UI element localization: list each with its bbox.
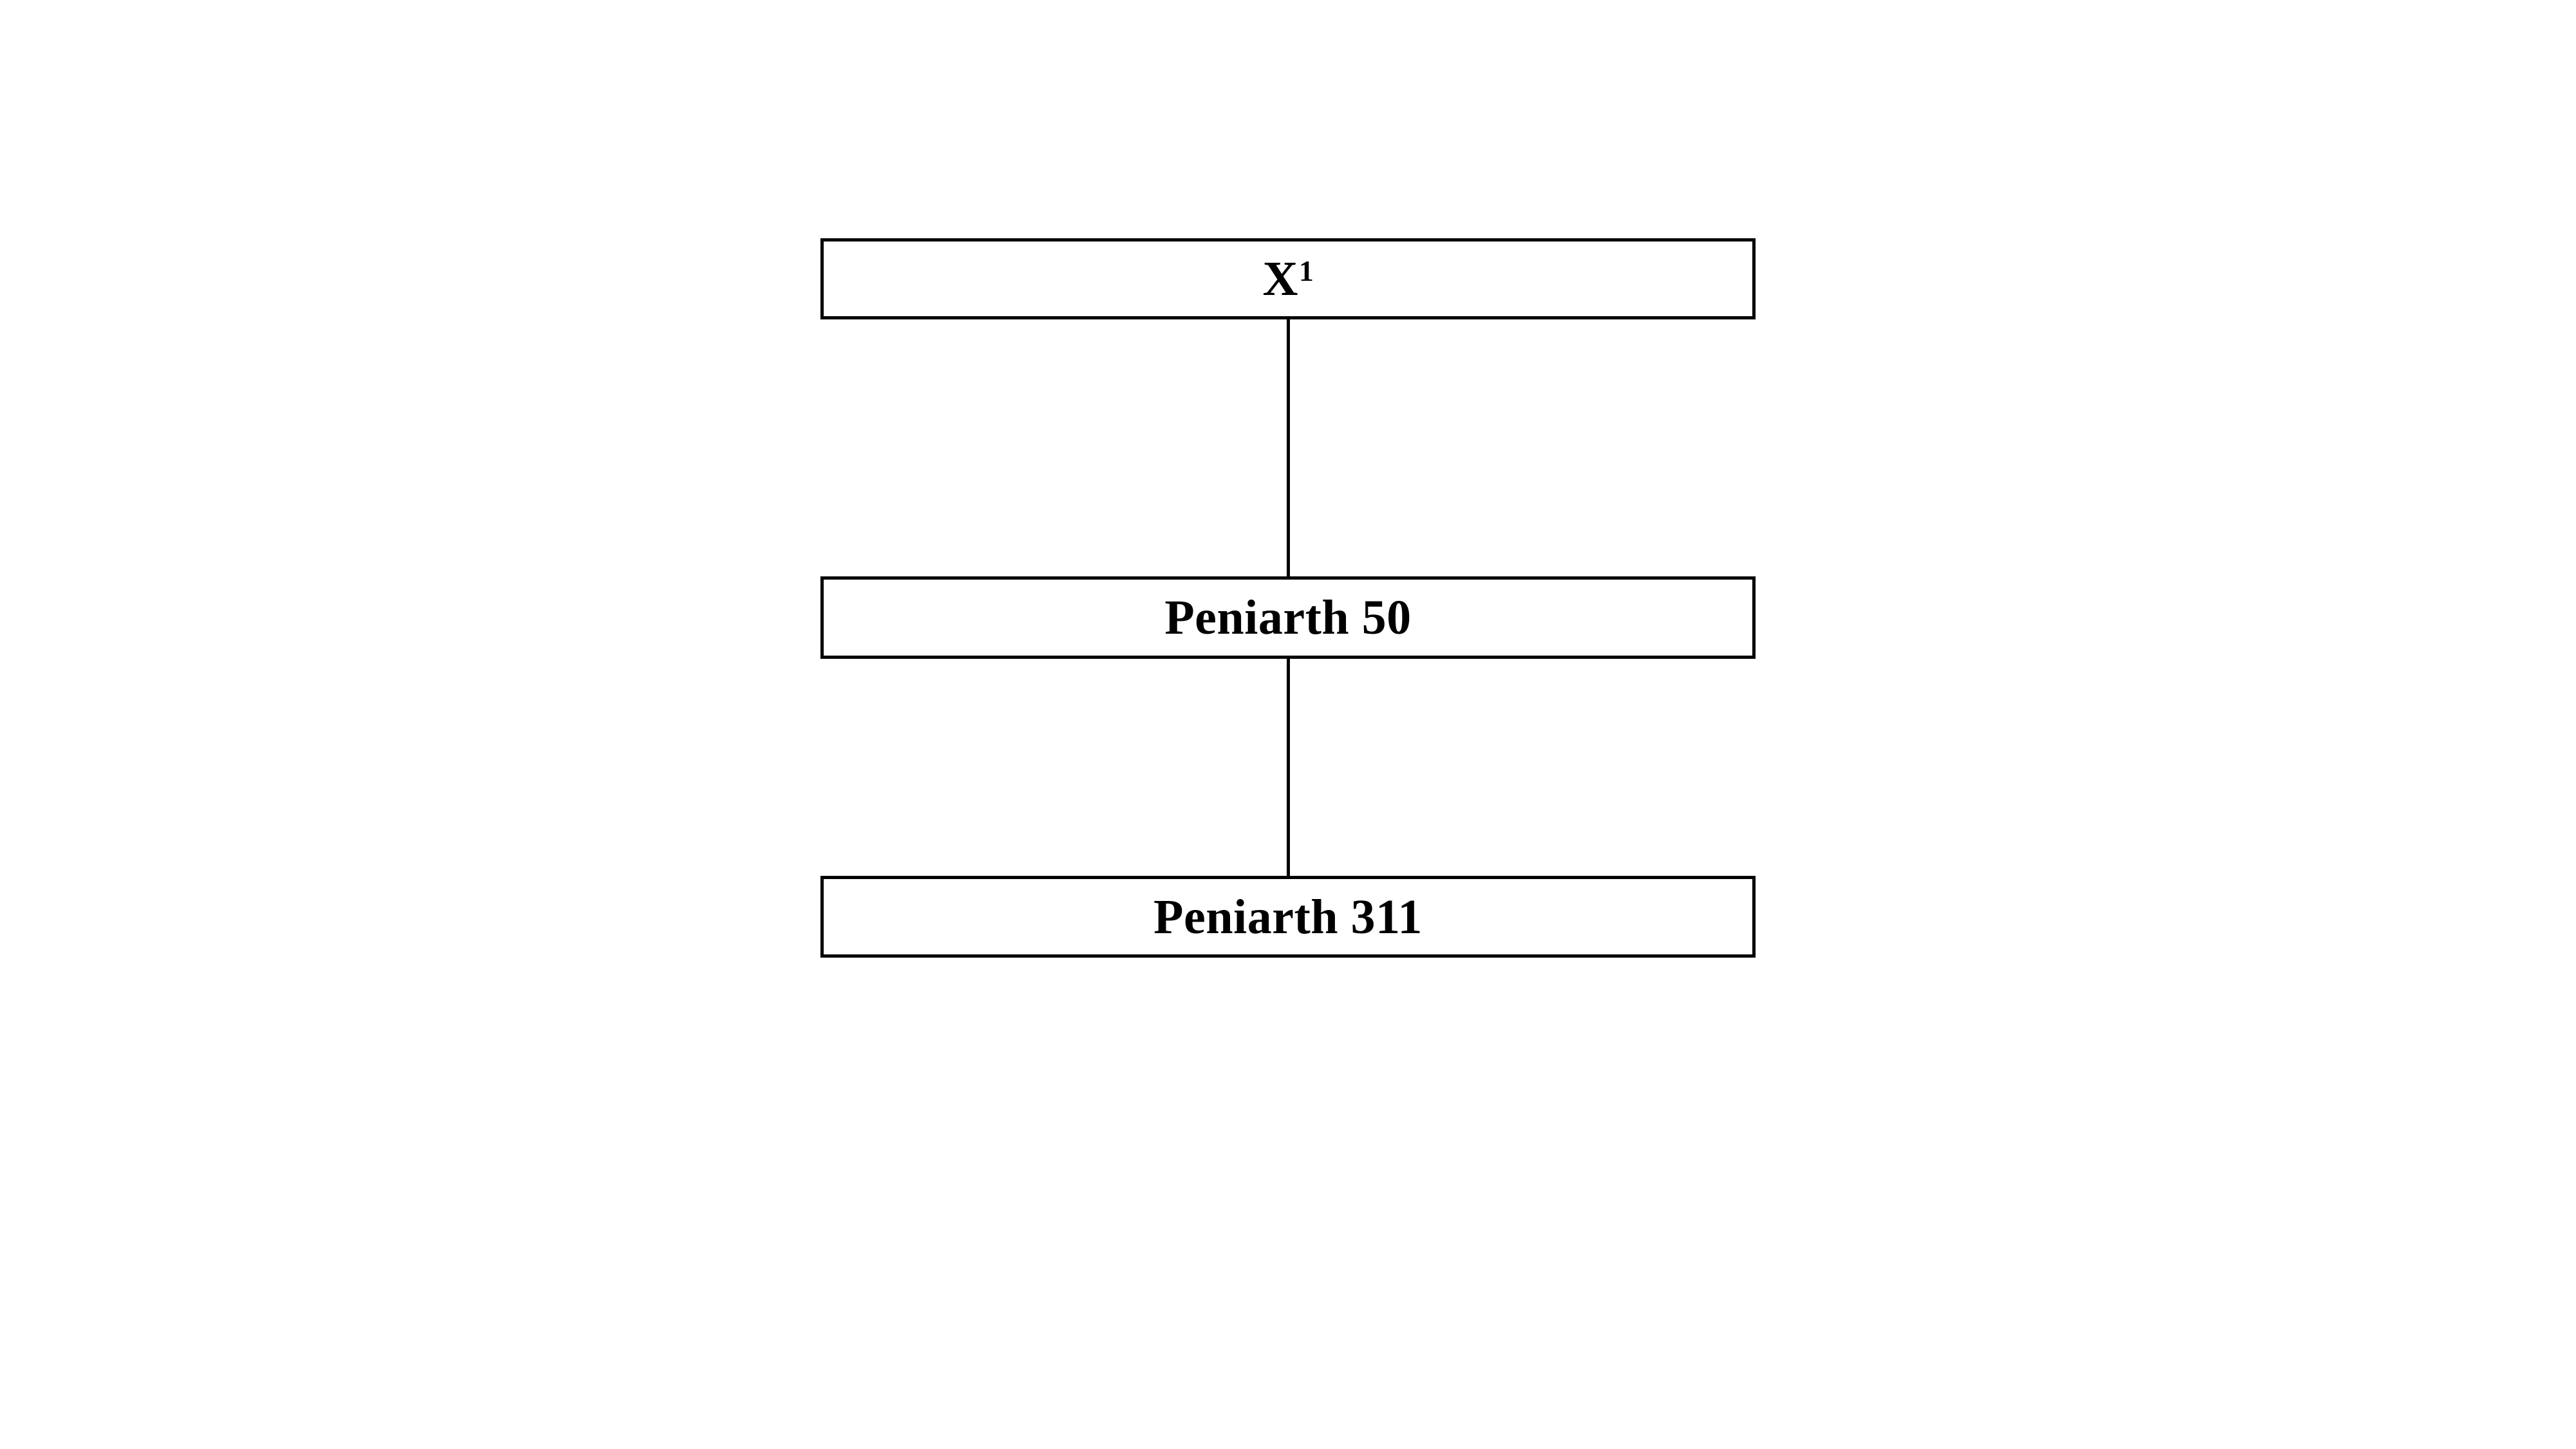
node-label-x1-base: X [1262,252,1299,306]
node-box-peniarth-311[interactable]: Peniarth 311 [820,876,1756,958]
node-label-peniarth-50: Peniarth 50 [1164,591,1412,645]
connector-peniarth-50-to-peniarth-311 [1287,658,1290,877]
connector-x1-to-peniarth-50 [1287,318,1290,578]
node-box-peniarth-50[interactable]: Peniarth 50 [820,576,1756,659]
node-label-x1-superscript: 1 [1298,254,1314,288]
node-label-peniarth-311: Peniarth 311 [1153,889,1423,944]
